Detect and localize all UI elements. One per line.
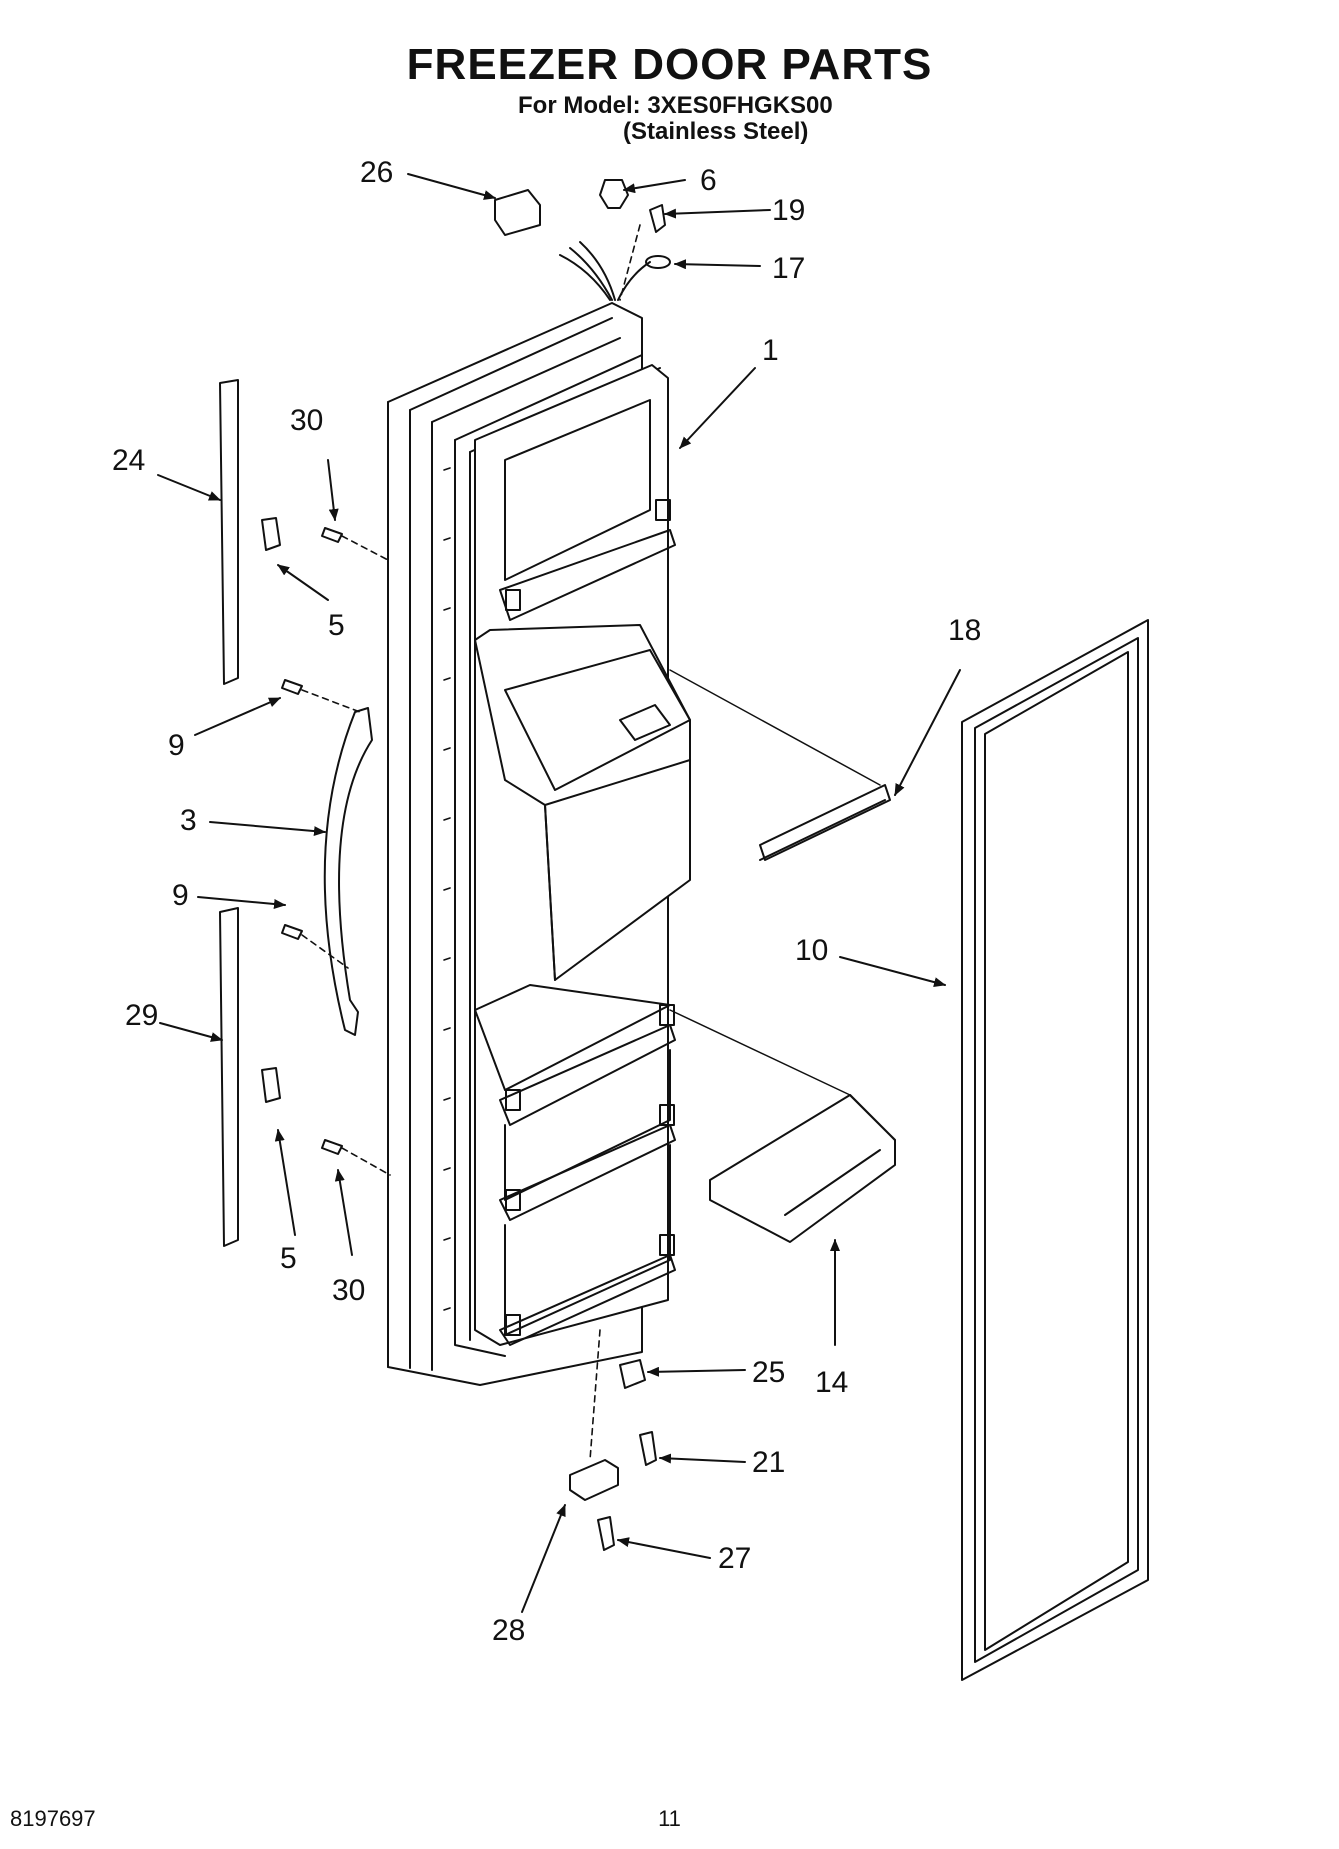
door-handle-3 xyxy=(323,707,373,1036)
connector-26 xyxy=(494,189,541,236)
callout-9-upper: 9 xyxy=(168,729,185,762)
callout-17: 17 xyxy=(772,252,805,285)
callout-1: 1 xyxy=(762,334,779,367)
callout-25: 25 xyxy=(752,1356,785,1389)
callout-29: 29 xyxy=(125,999,158,1032)
clip-5-lower xyxy=(261,1067,281,1103)
callout-21: 21 xyxy=(752,1446,785,1479)
rail-18 xyxy=(759,784,891,861)
bracket-28 xyxy=(569,1459,619,1501)
callout-19: 19 xyxy=(772,194,805,227)
clip-5-upper xyxy=(261,517,281,551)
screw-9-lower xyxy=(281,924,303,940)
callout-28: 28 xyxy=(492,1614,525,1647)
callout-30-upper: 30 xyxy=(290,404,323,437)
callout-labels: 26 6 19 17 1 30 24 5 18 9 3 9 10 29 5 30… xyxy=(112,156,981,1647)
callout-5-upper: 5 xyxy=(328,609,345,642)
callout-6: 6 xyxy=(700,164,717,197)
callout-5-lower: 5 xyxy=(280,1242,297,1275)
door-liner xyxy=(474,364,691,1346)
screw-30-upper xyxy=(321,527,343,543)
trim-strip-29 xyxy=(219,907,239,1247)
screw-27 xyxy=(597,1516,615,1551)
page-number: 11 xyxy=(658,1806,681,1831)
grommet-6 xyxy=(599,179,629,209)
model-line: For Model: 3XES0FHGKS00 xyxy=(518,92,833,119)
callout-26: 26 xyxy=(360,156,393,189)
wire-harness xyxy=(559,241,651,301)
callout-30-lower: 30 xyxy=(332,1274,365,1307)
ring-17 xyxy=(645,255,671,269)
screw-30-lower xyxy=(321,1139,343,1155)
screw-19 xyxy=(649,204,666,233)
callout-24: 24 xyxy=(112,444,145,477)
callout-3: 3 xyxy=(180,804,197,837)
document-number: 8197697 xyxy=(10,1806,96,1831)
callout-18: 18 xyxy=(948,614,981,647)
screw-21 xyxy=(639,1431,657,1466)
callout-10: 10 xyxy=(795,934,828,967)
screw-9-upper xyxy=(281,679,303,695)
callout-9-lower: 9 xyxy=(172,879,189,912)
page-title: FREEZER DOOR PARTS xyxy=(406,40,933,89)
trim-strip-24 xyxy=(219,379,239,685)
callout-27: 27 xyxy=(718,1542,751,1575)
bin-14 xyxy=(709,1094,896,1243)
gasket-10 xyxy=(961,619,1149,1681)
finish-line: (Stainless Steel) xyxy=(623,118,809,145)
hinge-pin-25 xyxy=(619,1359,646,1389)
callout-14: 14 xyxy=(815,1366,848,1399)
